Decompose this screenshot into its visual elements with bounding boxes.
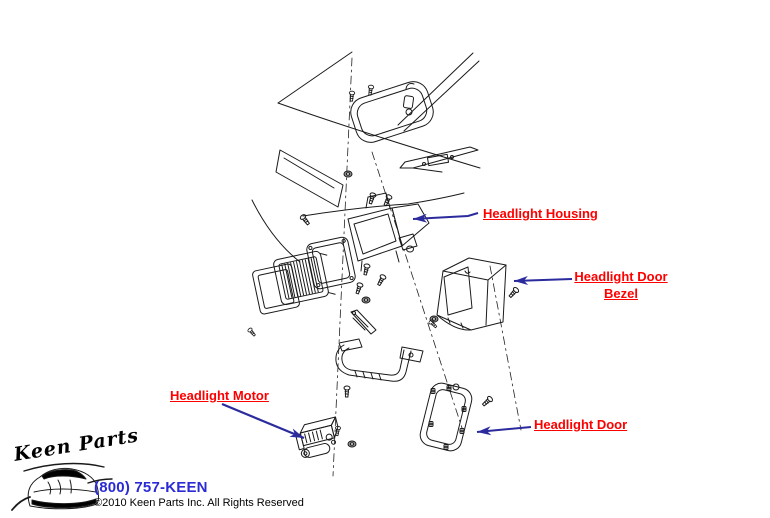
motor-pointer-arrow [221, 402, 305, 440]
label-headlight-door[interactable]: Headlight Door [534, 417, 628, 432]
headlight-motor-part [295, 416, 339, 458]
door-socket [452, 383, 460, 391]
label-headlight-door-bezel-line1[interactable]: Headlight Door [574, 269, 668, 284]
headlamp-bulb [273, 250, 336, 306]
bezel-pointer-arrow [513, 276, 573, 286]
screw [366, 191, 377, 205]
nut [343, 170, 353, 178]
hood-vent [275, 149, 344, 208]
retaining-ring [306, 236, 356, 290]
screw [375, 273, 388, 287]
headlight-housing-part [347, 192, 430, 272]
door-pointer-arrow [476, 426, 532, 436]
screw [381, 193, 394, 207]
headlight-opening [350, 81, 434, 143]
label-headlight-housing[interactable]: Headlight Housing [483, 206, 598, 221]
label-headlight-motor[interactable]: Headlight Motor [170, 388, 269, 403]
screw [246, 326, 257, 338]
door-clips [428, 385, 467, 450]
label-headlight-door-bezel[interactable]: Headlight Door Bezel [563, 268, 679, 302]
headlight-door-bezel-part [436, 257, 507, 331]
bulb-socket [402, 83, 415, 116]
housing-pointer-arrow [412, 212, 479, 223]
nut [429, 315, 439, 323]
pointer-arrows [221, 212, 573, 440]
screw [353, 281, 364, 295]
screw [361, 262, 371, 276]
mounting-bracket-part [335, 309, 424, 382]
headlight-door-part [419, 382, 473, 452]
label-headlight-door-bezel-line2[interactable]: Bezel [604, 286, 638, 301]
screw [480, 394, 494, 408]
trim-strip [399, 146, 479, 173]
screw [507, 286, 521, 300]
screw [348, 90, 356, 102]
screw [343, 385, 351, 398]
copyright-text: ©2010 Keen Parts Inc. All Rights Reserve… [94, 497, 304, 509]
nut [347, 440, 357, 448]
keen-parts-logo-car [11, 462, 113, 511]
phone-number: (800) 757-KEEN [94, 479, 208, 496]
hood-panel-drawing [251, 51, 481, 263]
nut [361, 296, 371, 304]
